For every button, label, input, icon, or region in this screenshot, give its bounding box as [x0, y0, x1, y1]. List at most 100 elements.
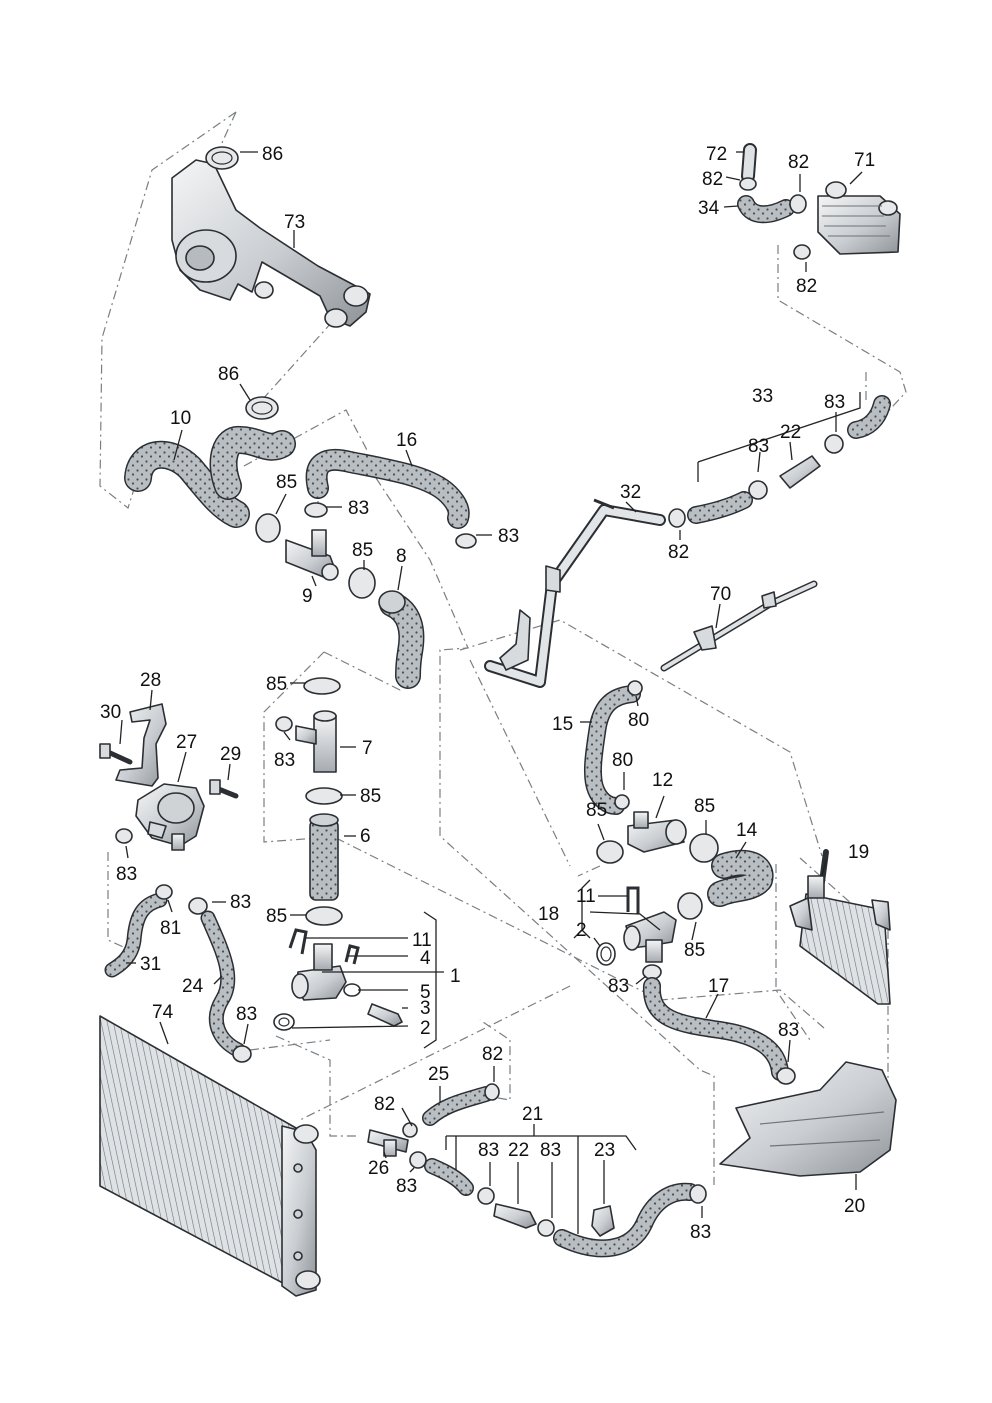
label-83: 83	[478, 1140, 499, 1161]
label-83: 83	[348, 498, 369, 519]
label-83: 83	[236, 1004, 257, 1025]
clamp-83-g	[188, 897, 208, 915]
air-guide-20	[719, 1061, 897, 1177]
clip-11-b	[626, 886, 640, 914]
hose-16	[305, 448, 470, 529]
label-85: 85	[352, 540, 373, 561]
label-21: 21	[522, 1104, 543, 1125]
label-83: 83	[690, 1222, 711, 1243]
pump-27	[135, 783, 205, 851]
clamp-85-f	[596, 840, 624, 864]
clip-11-a	[288, 928, 308, 955]
clamp-82-a	[668, 508, 686, 528]
label-86: 86	[262, 144, 283, 165]
label-7: 7	[362, 738, 373, 759]
label-85: 85	[266, 674, 287, 695]
label-26: 26	[368, 1158, 389, 1179]
connector-7	[295, 710, 337, 773]
clamp-85-a	[255, 513, 281, 543]
hose-15	[583, 685, 641, 815]
clamp-85-e	[305, 906, 343, 926]
clamp-86-mid	[245, 396, 279, 420]
connector-18	[623, 911, 677, 963]
label-18: 18	[538, 904, 559, 925]
clamp-83-j	[776, 1067, 796, 1085]
hose-17	[642, 977, 789, 1081]
label-30: 30	[100, 702, 121, 723]
label-80: 80	[628, 710, 649, 731]
clamp-80-b	[614, 794, 630, 810]
label-25: 25	[428, 1064, 449, 1085]
assembly-dash-lines	[99, 111, 907, 1185]
clamp-83-n	[689, 1184, 707, 1204]
clamp-82-f	[402, 1122, 418, 1138]
valve-22-b	[493, 1203, 537, 1229]
label-6: 6	[360, 826, 371, 847]
label-71: 71	[854, 150, 875, 171]
clamp-85-b	[348, 567, 376, 599]
label-29: 29	[220, 744, 241, 765]
label-83: 83	[748, 436, 769, 457]
cooler-19	[789, 849, 891, 1005]
sensor-3	[367, 1003, 403, 1027]
label-83: 83	[608, 976, 629, 997]
clamp-83-c	[748, 480, 768, 500]
label-85: 85	[694, 796, 715, 817]
hose-6	[309, 813, 339, 901]
clamp-83-l	[477, 1187, 495, 1205]
label-3: 3	[420, 998, 431, 1019]
clamp-83-a	[304, 502, 328, 518]
clamp-81	[155, 884, 173, 900]
hose-25	[422, 1086, 494, 1126]
label-10: 10	[170, 408, 191, 429]
label-15: 15	[552, 714, 573, 735]
clamp-83-f	[275, 716, 293, 732]
part-labels: 86 73 86 10 16 85 83 83 85 9 8 32 82 33 …	[100, 144, 875, 1243]
label-82: 82	[702, 169, 723, 190]
label-86: 86	[218, 364, 239, 385]
label-85: 85	[684, 940, 705, 961]
label-12: 12	[652, 770, 673, 791]
clamp-82-b	[739, 177, 757, 191]
label-72: 72	[706, 144, 727, 165]
label-81: 81	[160, 918, 181, 939]
label-33: 33	[752, 386, 773, 407]
label-85: 85	[266, 906, 287, 927]
label-1: 1	[450, 966, 461, 987]
label-8: 8	[396, 546, 407, 567]
label-27: 27	[176, 732, 197, 753]
clamp-85-g	[689, 833, 719, 863]
label-80: 80	[612, 750, 633, 771]
valve-23	[591, 1205, 615, 1237]
label-82: 82	[668, 542, 689, 563]
clamp-85-h	[677, 892, 703, 920]
label-85: 85	[360, 786, 381, 807]
clamp-86-top	[205, 146, 239, 170]
label-23: 23	[594, 1140, 615, 1161]
label-11: 11	[412, 930, 432, 951]
radiator-74	[99, 1015, 321, 1297]
leader-lines	[119, 151, 863, 1234]
bracket-28	[115, 703, 167, 787]
clamp-83-e	[115, 828, 133, 844]
label-2: 2	[420, 1018, 431, 1039]
clamp-83-d	[824, 434, 844, 454]
clamp-80-a	[627, 680, 643, 696]
label-11: 11	[576, 886, 596, 907]
clamp-82-e	[484, 1083, 500, 1101]
clamp-85-d	[305, 787, 343, 805]
line-72	[741, 143, 757, 183]
ring-2-b	[596, 942, 616, 966]
label-24: 24	[182, 976, 204, 997]
ring-5	[343, 983, 361, 997]
connector-1	[291, 943, 347, 1001]
clamp-85-c	[303, 677, 341, 695]
label-2: 2	[576, 920, 587, 941]
label-34: 34	[698, 198, 720, 219]
label-83: 83	[274, 750, 295, 771]
hose-34	[737, 195, 795, 224]
hose-8	[378, 590, 425, 689]
label-16: 16	[396, 430, 417, 451]
label-83: 83	[778, 1020, 799, 1041]
